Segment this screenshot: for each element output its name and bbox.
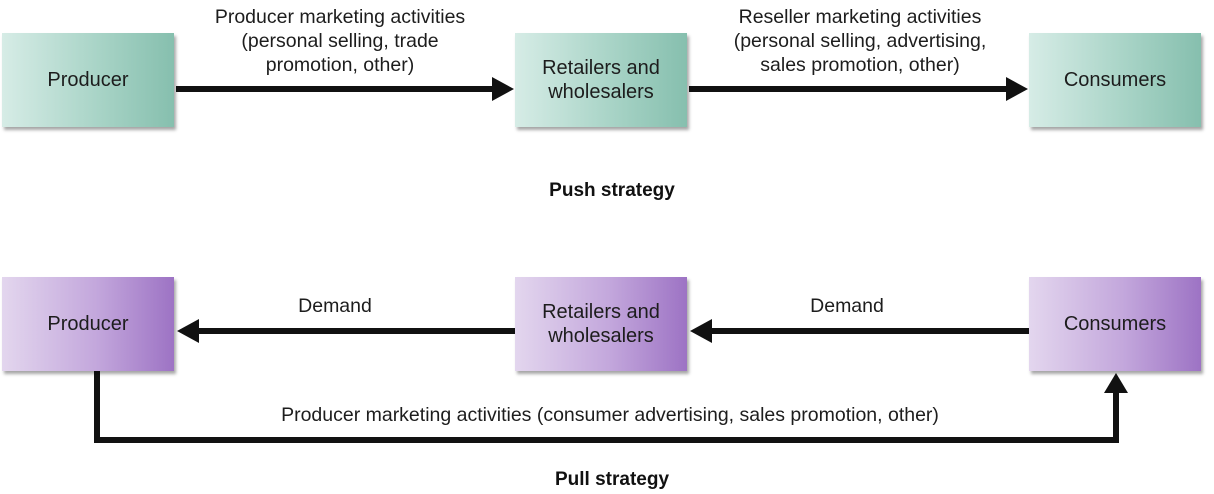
pull-resellers-box: Retailers and wholesalers bbox=[515, 277, 687, 371]
pull-demand-right-label: Demand bbox=[810, 295, 884, 317]
push-consumers-label: Consumers bbox=[1063, 69, 1167, 91]
push-arrow-producer-to-resellers bbox=[176, 77, 514, 101]
pull-arrow-demand-resellers-to-producer bbox=[177, 319, 515, 343]
pull-resellers-label: Retailers and wholesalers bbox=[542, 301, 660, 347]
push-reseller-activities-label: Reseller marketing activities (personal … bbox=[733, 6, 987, 76]
pull-arrow-producer-to-consumers bbox=[94, 371, 1128, 443]
push-arrow-resellers-to-consumers bbox=[689, 77, 1028, 101]
pull-strategy-title: Pull strategy bbox=[554, 469, 670, 490]
push-producer-box: Producer bbox=[2, 33, 174, 127]
pull-arrow-demand-consumers-to-resellers bbox=[690, 319, 1029, 343]
pull-consumers-label: Consumers bbox=[1063, 313, 1167, 335]
pull-producer-box: Producer bbox=[2, 277, 174, 371]
push-resellers-label: Retailers and wholesalers bbox=[542, 57, 660, 103]
pull-producer-label: Producer bbox=[47, 313, 129, 335]
push-producer-label: Producer bbox=[47, 69, 129, 91]
pull-consumers-box: Consumers bbox=[1029, 277, 1201, 371]
pull-producer-activities-label: Producer marketing activities (consumer … bbox=[281, 404, 939, 426]
push-strategy-title: Push strategy bbox=[549, 180, 675, 201]
pull-demand-left-label: Demand bbox=[298, 295, 372, 317]
push-resellers-box: Retailers and wholesalers bbox=[515, 33, 687, 127]
push-consumers-box: Consumers bbox=[1029, 33, 1201, 127]
push-producer-activities-label: Producer marketing activities (personal … bbox=[214, 6, 466, 76]
